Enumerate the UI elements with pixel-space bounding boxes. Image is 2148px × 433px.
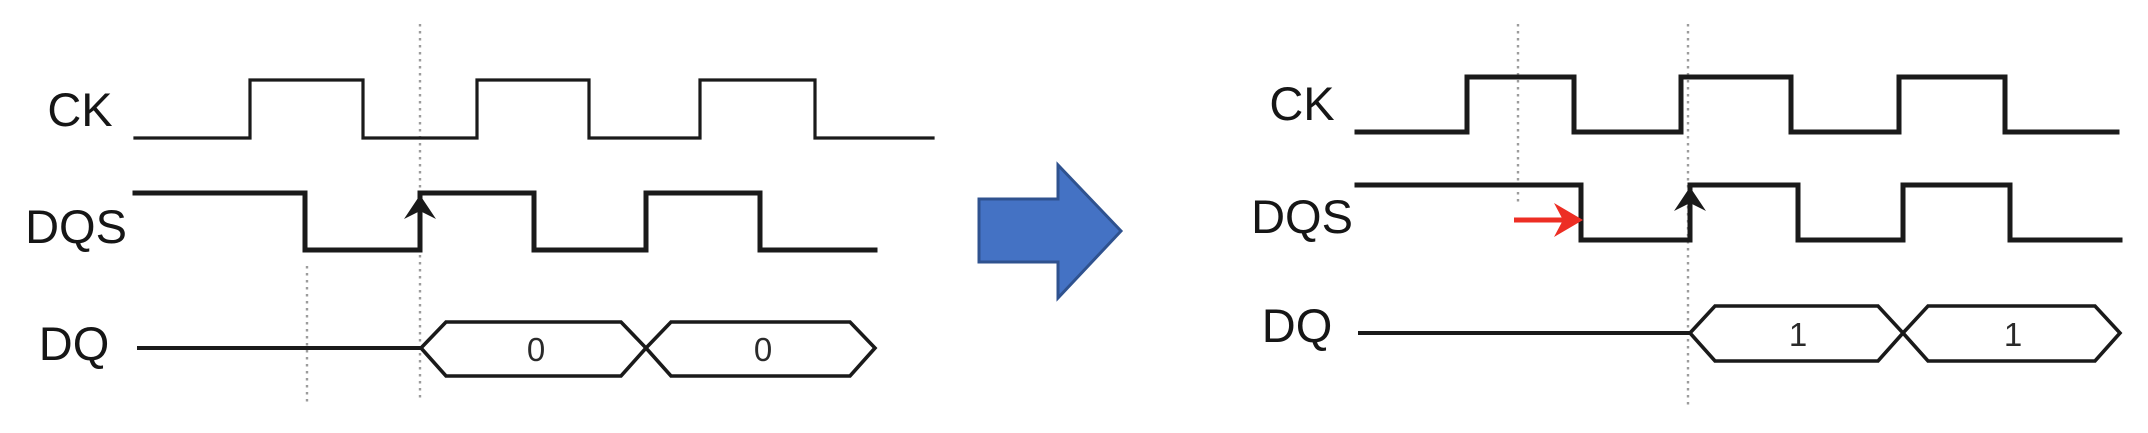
dqs-waveform-right [1354, 182, 2123, 243]
dq-bus-cell-left-2 [643, 320, 878, 378]
right-panel: CK DQS DQ 1 1 [1251, 24, 2123, 405]
left-panel: CK DQS DQ 0 0 [25, 24, 935, 403]
blue-transition-arrow-icon [977, 161, 1124, 302]
ck-waveform-left [133, 78, 935, 140]
dq-bus-value: 0 [754, 331, 772, 368]
signal-label-dqs-left: DQS [25, 200, 127, 253]
dqs-waveform-left [132, 190, 878, 253]
dq-bus-value: 0 [527, 331, 545, 368]
ck-waveform-right [1354, 74, 2120, 135]
signal-label-dqs-right: DQS [1251, 190, 1353, 243]
red-shift-arrow-icon [1514, 203, 1583, 237]
signal-label-ck-left: CK [47, 83, 112, 136]
red-shift-arrow-head [1554, 203, 1583, 237]
dq-bus-value: 1 [2004, 316, 2022, 353]
signal-label-ck-right: CK [1269, 77, 1334, 130]
signal-label-dq-left: DQ [39, 317, 110, 370]
dq-bus-value: 1 [1789, 316, 1807, 353]
dqs-rise-arrow-icon-right [1674, 187, 1706, 211]
dq-bus-cell-right-2 [1900, 304, 2123, 363]
dqs-rise-arrow-icon-left [404, 195, 436, 219]
signal-label-dq-right: DQ [1262, 299, 1333, 352]
